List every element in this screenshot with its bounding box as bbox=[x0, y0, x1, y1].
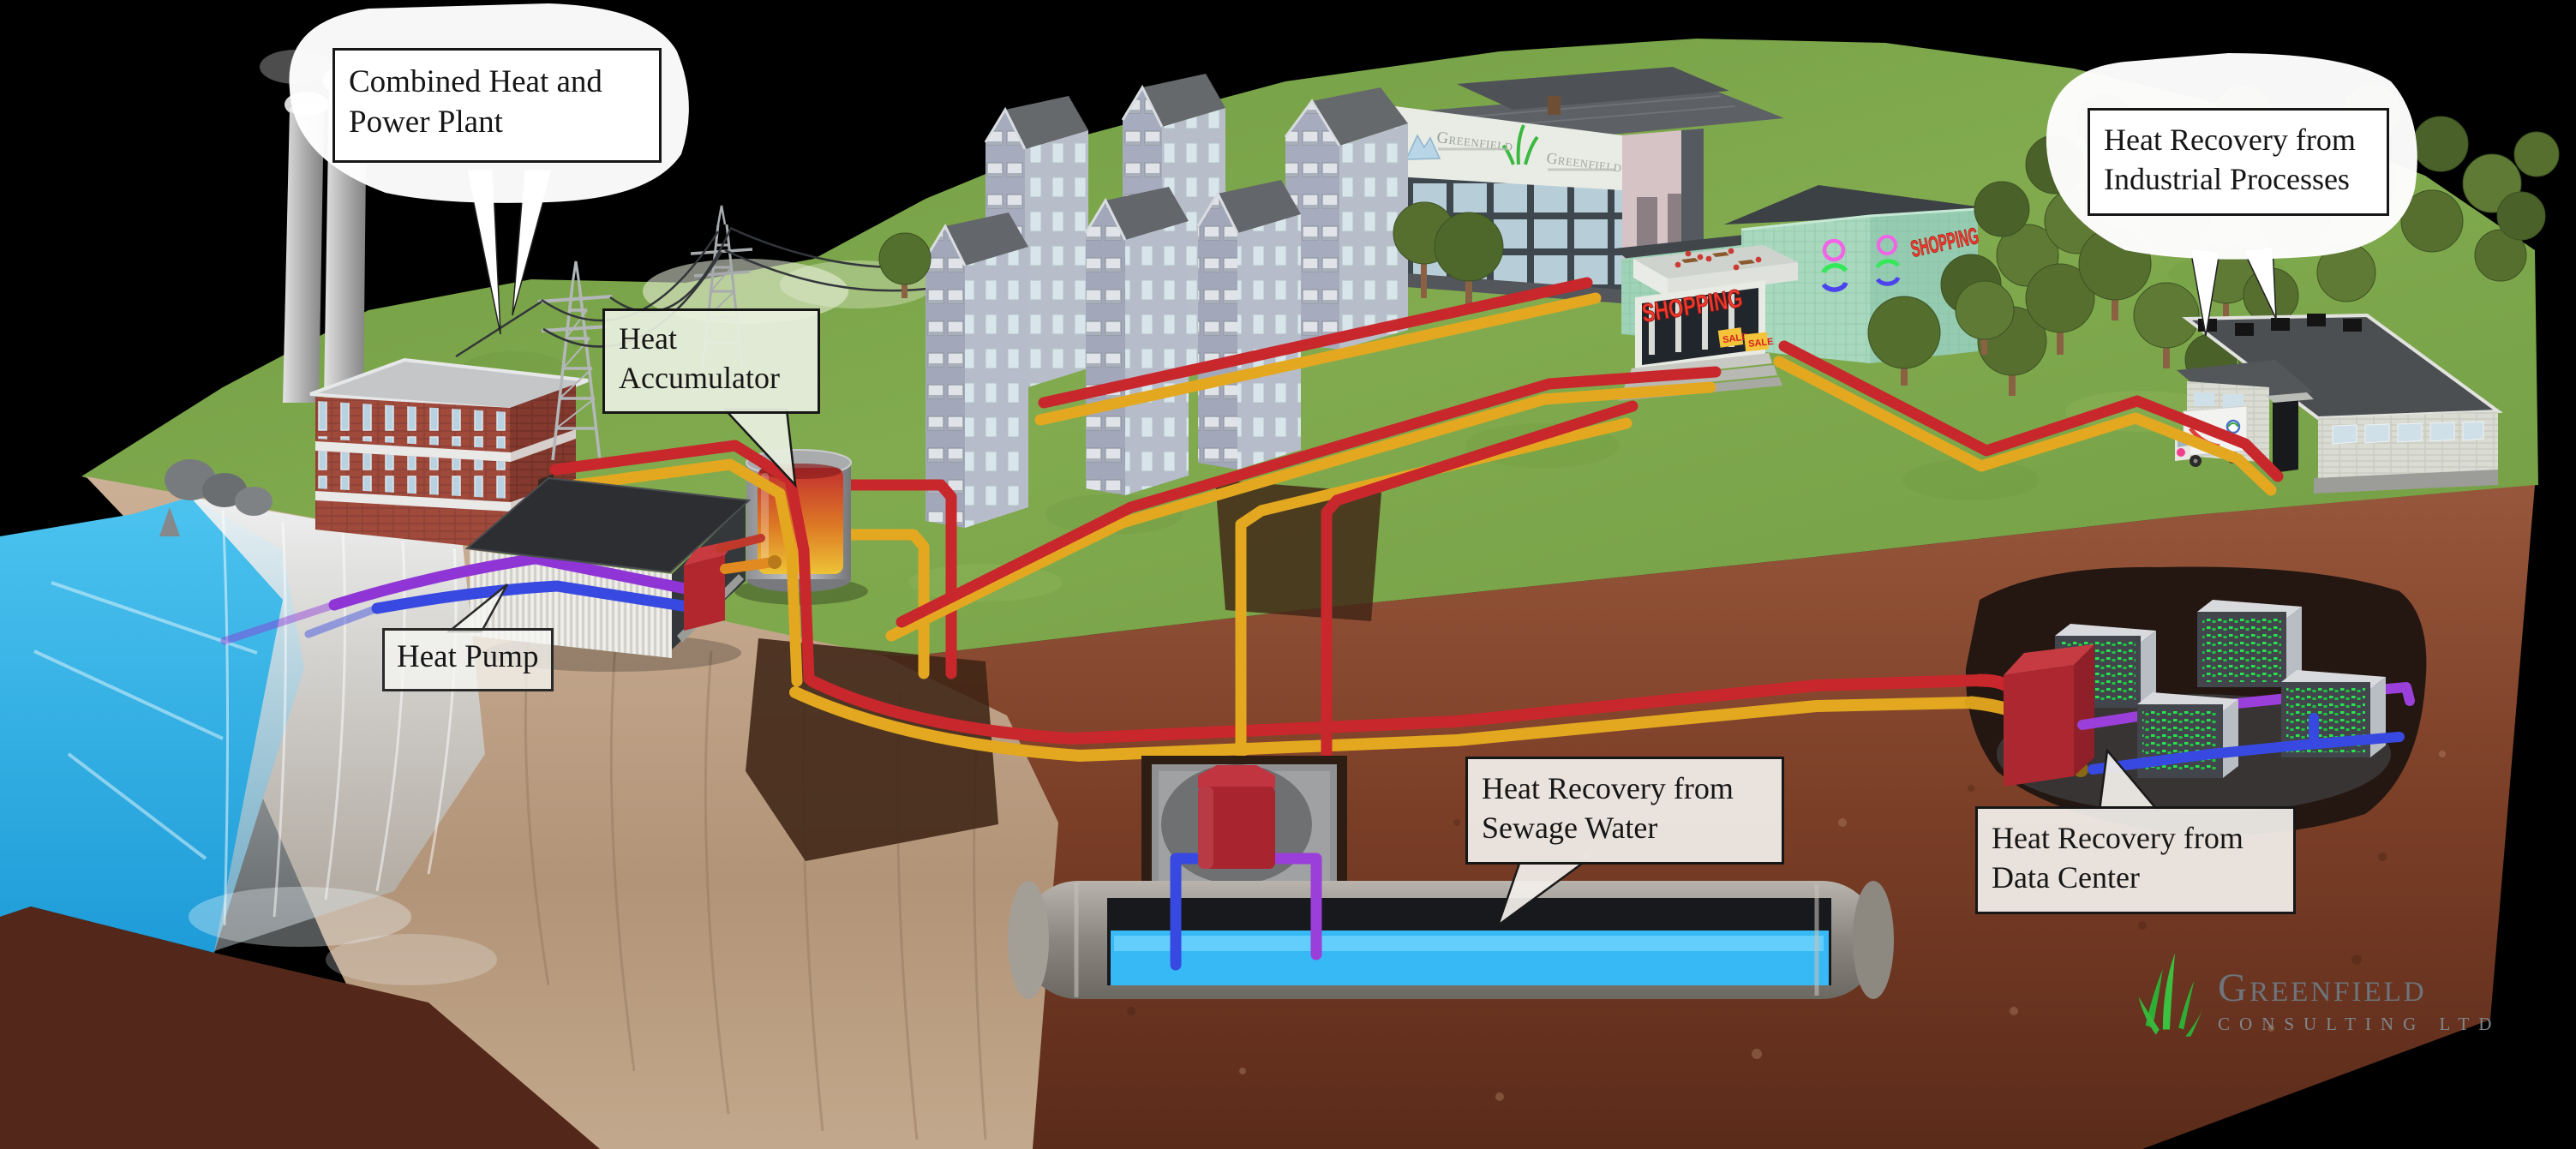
shed-roof bbox=[464, 476, 752, 574]
mall-wing-roof bbox=[1614, 235, 1758, 260]
callout-heat-pump: Heat Pump bbox=[382, 628, 554, 691]
callout-data-center: Heat Recovery from Data Center bbox=[1975, 806, 2296, 914]
callout-chp: Combined Heat and Power Plant bbox=[332, 48, 662, 163]
data-center-exchanger bbox=[2004, 644, 2094, 787]
svg-text:SALE: SALE bbox=[1748, 337, 1774, 350]
soil-bottom-edge bbox=[0, 907, 600, 1149]
terrace-floor bbox=[1633, 245, 1798, 278]
callout-chp-label: Combined Heat and Power Plant bbox=[349, 64, 602, 140]
callout-heat-accumulator: Heat Accumulator bbox=[602, 308, 820, 414]
heat-pump-unit bbox=[684, 534, 782, 631]
sprout-icon bbox=[1501, 124, 1539, 165]
loading-dock bbox=[2273, 399, 2298, 473]
callout-heat-accumulator-label: Heat Accumulator bbox=[619, 321, 780, 395]
callout-industrial-label: Heat Recovery from Industrial Processes bbox=[2104, 123, 2356, 196]
callout-industrial: Heat Recovery from Industrial Processes bbox=[2088, 108, 2389, 216]
rocks bbox=[159, 459, 273, 536]
callout-heat-pump-label: Heat Pump bbox=[397, 639, 539, 674]
water-streaks bbox=[33, 581, 258, 860]
pylon bbox=[537, 260, 613, 461]
apartment-building bbox=[1196, 180, 1301, 470]
sale-posters: SALE SALE bbox=[1717, 327, 1774, 352]
sewage-heat-recovery bbox=[1008, 756, 1894, 999]
tree bbox=[878, 232, 932, 298]
apartment-buildings bbox=[878, 74, 1408, 528]
apartment-building bbox=[1284, 87, 1408, 350]
river-water bbox=[0, 497, 304, 953]
svg-text:SALE: SALE bbox=[1722, 332, 1749, 345]
logo-subtitle: Consulting Ltd bbox=[2218, 1014, 2501, 1034]
industrial-front-face bbox=[2318, 411, 2498, 480]
callout-sewage: Heat Recovery from Sewage Water bbox=[1465, 757, 1784, 865]
server-rack bbox=[2197, 600, 2302, 687]
apartment-building bbox=[1084, 187, 1189, 495]
callout-sewage-label: Heat Recovery from Sewage Water bbox=[1482, 771, 1734, 845]
office-plinth bbox=[1395, 272, 1622, 303]
neon-icons bbox=[1821, 235, 1901, 292]
heat-accumulator bbox=[734, 449, 957, 679]
tree bbox=[1434, 212, 1504, 314]
sewage-pipe bbox=[1008, 881, 1894, 999]
lake-pipe-purple bbox=[220, 601, 338, 645]
callout-data-center-label: Heat Recovery from Data Center bbox=[1992, 821, 2244, 895]
terrace-tables bbox=[1674, 248, 1762, 271]
logo-grass-icon bbox=[2138, 953, 2203, 1037]
mall-front-trees bbox=[1867, 280, 2015, 386]
sewage-exchanger bbox=[1198, 765, 1275, 869]
logo-words: Greenfield Consulting Ltd bbox=[2218, 943, 2501, 1035]
mountain-logo-icon bbox=[1405, 134, 1441, 160]
apartment-building bbox=[924, 212, 1028, 528]
industrial-windows bbox=[2332, 421, 2484, 445]
logo-title: Greenfield bbox=[2218, 966, 2427, 1010]
lake-pipe-blue bbox=[304, 604, 381, 638]
waterfall bbox=[190, 497, 485, 951]
district-heating-pipes bbox=[544, 277, 2284, 687]
dc-blue-pipe bbox=[2088, 732, 2405, 775]
company-logo: Greenfield Consulting Ltd bbox=[2136, 943, 2501, 1056]
waterfall-streaks bbox=[221, 510, 458, 926]
pipe-trench bbox=[746, 638, 998, 861]
mall-roof bbox=[1724, 185, 1983, 224]
